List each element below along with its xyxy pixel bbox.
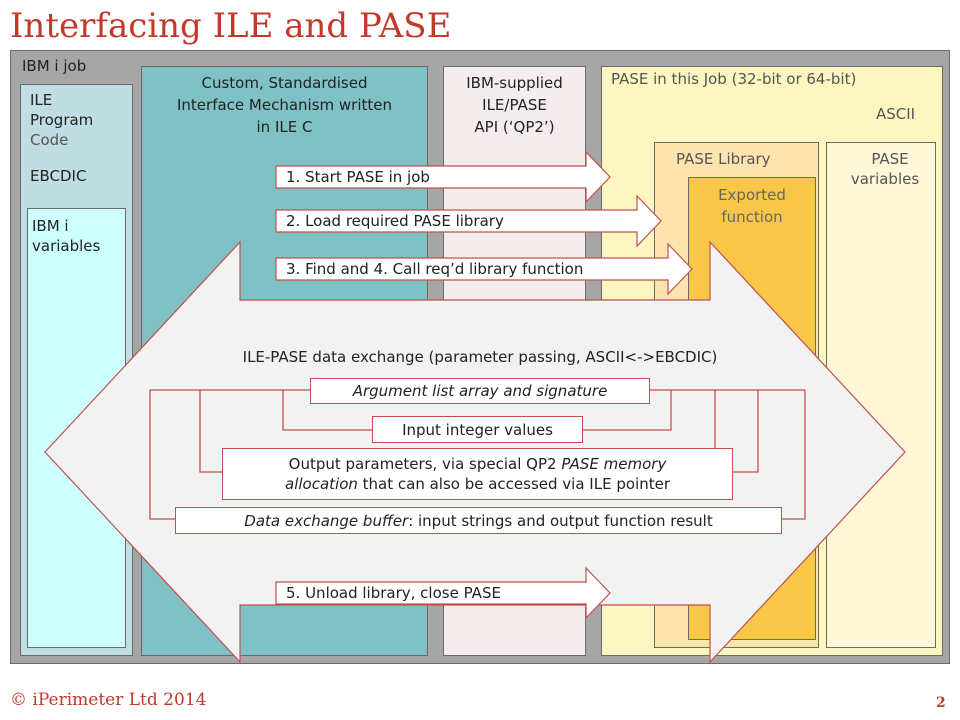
exported-function-label-1: Exported — [718, 186, 786, 204]
pase-library-label: PASE Library — [676, 150, 771, 168]
step5-label: 5. Unload library, close PASE — [286, 584, 501, 602]
step34-label: 3. Find and 4. Call req’d library functi… — [286, 260, 584, 278]
connector-input-ints-left — [199, 390, 222, 473]
step2-arrow — [275, 194, 662, 248]
output-params-text-1: Output parameters, via special QP2 — [288, 455, 562, 473]
custom-interface-label-2: Interface Mechanism written — [176, 96, 392, 114]
custom-interface-label-1: Custom, Standardised — [201, 74, 368, 92]
output-params-text-4: that can also be accessed via ILE pointe… — [357, 475, 670, 493]
input-ints-box: Input integer values — [372, 416, 583, 443]
connector-arg-list-right — [583, 389, 672, 431]
step2-label: 2. Load required PASE library — [286, 212, 504, 230]
step1-arrow — [275, 150, 611, 204]
ibm-api-label-1: IBM-supplied — [466, 74, 563, 92]
output-params-text-3: allocation — [285, 475, 358, 493]
output-params-box: Output parameters, via special QP2 PASE … — [222, 448, 733, 500]
copyright: © iPerimeter Ltd 2014 — [10, 690, 207, 710]
pase-variables-label-2: variables — [850, 170, 920, 188]
exchange-heading: ILE-PASE data exchange (parameter passin… — [242, 348, 718, 366]
ile-encoding-label: EBCDIC — [30, 167, 87, 185]
ibm-api-label-3: API (‘QP2’) — [474, 118, 555, 136]
connector-arg-list — [282, 389, 372, 431]
step34-arrow — [275, 242, 693, 296]
pase-job-label: PASE in this Job (32-bit or 64-bit) — [611, 70, 857, 88]
ile-program-label-2: Program — [30, 111, 94, 129]
output-params-text-2: PASE memory — [561, 455, 667, 473]
connector-buffer-right — [782, 390, 806, 520]
ile-program-label-3: Code — [30, 131, 69, 149]
pase-encoding-label: ASCII — [876, 105, 916, 123]
ibm-api-label-2: ILE/PASE — [482, 96, 547, 114]
step5-arrow — [275, 566, 611, 620]
ibmi-variables-label-1: IBM i — [32, 217, 69, 235]
ile-program-label-1: ILE — [30, 91, 53, 109]
exported-function-label-2: function — [721, 208, 783, 226]
data-buffer-text-1: Data exchange buffer — [244, 512, 409, 530]
custom-interface-label-3: in ILE C — [256, 118, 313, 136]
arg-list-box: Argument list array and signature — [310, 378, 650, 404]
page-title: Interfacing ILE and PASE — [10, 6, 452, 46]
connector-output-left — [149, 390, 175, 520]
ibmi-variables-label-2: variables — [32, 237, 101, 255]
data-buffer-box: Data exchange buffer: input strings and … — [175, 507, 782, 534]
pase-variables-label-1: PASE — [871, 150, 909, 168]
data-buffer-text-2: : input strings and output function resu… — [408, 512, 713, 530]
connector-output-right — [733, 390, 759, 473]
page-number: 2 — [936, 695, 946, 711]
step1-label: 1. Start PASE in job — [286, 168, 430, 186]
ibmi-job-label: IBM i job — [22, 57, 87, 75]
